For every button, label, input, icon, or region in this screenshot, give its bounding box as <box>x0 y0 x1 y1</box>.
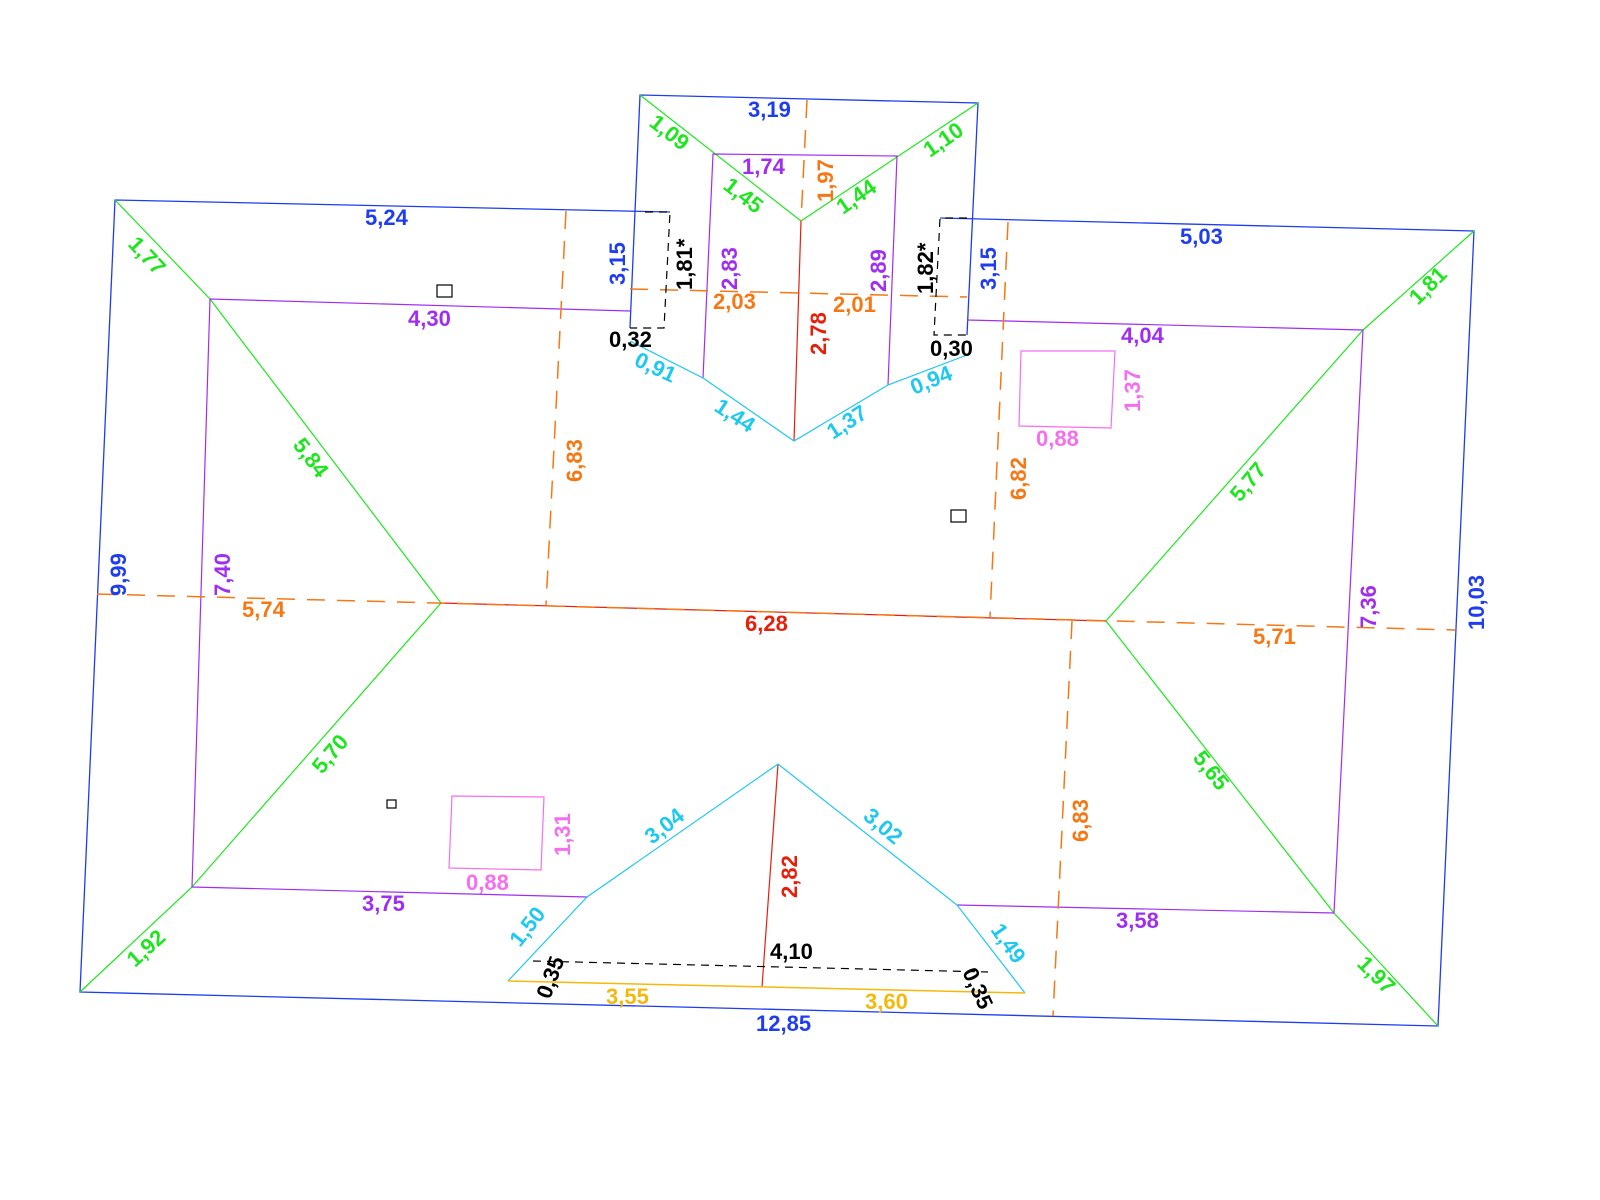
eave-outline <box>79 199 1475 1027</box>
roof-lines <box>79 94 1475 1027</box>
label: 5,24 <box>365 205 409 230</box>
hip-line <box>79 886 193 993</box>
label: 3,58 <box>1116 908 1159 933</box>
measure-line <box>1052 620 1073 1017</box>
inner-outline-right <box>956 319 1364 914</box>
label: 0,30 <box>930 336 973 361</box>
label: 5,65 <box>1188 746 1234 795</box>
hip-line <box>191 602 442 888</box>
label: 1,37 <box>822 400 872 444</box>
gable-valley <box>507 763 1026 994</box>
hip-line <box>209 298 442 604</box>
label: 0,35 <box>957 964 998 1013</box>
label: 3,15 <box>605 242 630 285</box>
label: 0,35 <box>531 953 569 1002</box>
dimension-labels: 5,24 1,77 4,30 5,84 9,99 7,40 5,74 5,70 … <box>106 97 1489 1036</box>
label: 2,03 <box>713 289 756 314</box>
label: 1,97 <box>1352 951 1400 999</box>
measure-line <box>629 288 968 298</box>
label: 5,71 <box>1253 624 1296 649</box>
hip-line <box>1105 620 1335 914</box>
roof-window <box>1018 350 1116 429</box>
label: 2,83 <box>717 247 742 290</box>
label: 3,04 <box>640 802 690 849</box>
label: 3,55 <box>606 984 649 1009</box>
label: 7,36 <box>1356 585 1381 628</box>
label: 5,84 <box>288 433 334 483</box>
label: 2,01 <box>833 292 876 317</box>
label: 6,82 <box>1006 457 1031 500</box>
label: 3,02 <box>859 803 908 850</box>
label: 12,85 <box>756 1011 811 1036</box>
label: 2,78 <box>806 312 831 355</box>
label: 0,91 <box>631 347 680 388</box>
label: 5,03 <box>1180 224 1223 249</box>
dimension-bracket <box>933 217 967 336</box>
label: 10,03 <box>1464 575 1489 630</box>
dimension-line <box>532 960 989 973</box>
label: 7,40 <box>210 553 235 596</box>
label: 1,37 <box>1120 369 1145 412</box>
label: 5,74 <box>242 597 286 622</box>
dormer-hip-lines <box>639 94 979 222</box>
hip-line <box>1362 230 1475 331</box>
hip-line <box>114 199 211 300</box>
gable-ridge <box>761 763 779 988</box>
label: 5,77 <box>1225 457 1272 506</box>
label: 1,44 <box>832 174 882 219</box>
label: 3,60 <box>865 989 908 1014</box>
dormer-ridge <box>793 220 802 442</box>
label: 6,83 <box>1068 799 1093 842</box>
dormer-inner-outline <box>702 153 898 386</box>
label: 0,88 <box>466 870 509 895</box>
label: 2,82 <box>777 855 802 898</box>
inner-outline-left <box>191 298 631 898</box>
label: 1,74 <box>742 154 786 179</box>
label: 3,19 <box>748 97 791 122</box>
label: 4,30 <box>408 306 451 331</box>
label: 1,49 <box>986 919 1031 968</box>
dormer-outline <box>629 94 979 336</box>
measure-line <box>545 210 567 606</box>
label: 1,77 <box>123 231 170 279</box>
label: 4,10 <box>770 939 813 964</box>
hip-line <box>1105 329 1364 622</box>
label: 9,99 <box>106 553 131 596</box>
label: 1,10 <box>919 117 968 162</box>
vent-marker <box>386 799 397 809</box>
label: 3,75 <box>362 891 405 916</box>
label: 1,82* <box>913 242 938 294</box>
label: 1,44 <box>710 393 760 438</box>
label: 6,83 <box>562 439 587 482</box>
label: 3,15 <box>976 247 1001 290</box>
measure-line <box>989 221 1009 618</box>
measure-line <box>96 593 1456 631</box>
label: 0,32 <box>609 327 652 352</box>
label: 1,92 <box>122 924 171 971</box>
label: 0,88 <box>1036 426 1079 451</box>
dimension-bracket <box>630 211 671 329</box>
gutter-line <box>507 980 1026 994</box>
vent-marker <box>436 284 453 298</box>
label: 1,81 <box>1404 262 1452 310</box>
label: 0,94 <box>907 360 957 400</box>
label: 1,45 <box>719 172 768 218</box>
vent-marker <box>950 509 967 523</box>
label: 1,31 <box>550 813 575 856</box>
hip-line <box>1333 912 1439 1027</box>
label: 5,70 <box>307 729 354 778</box>
label: 1,97 <box>813 159 838 202</box>
label: 6,28 <box>745 611 788 636</box>
dormer-valley <box>629 340 968 442</box>
label: 1,81* <box>672 238 697 290</box>
label: 1,09 <box>645 109 694 155</box>
roof-window <box>448 795 545 871</box>
measure-line <box>800 99 808 222</box>
label: 2,89 <box>866 249 891 292</box>
label: 4,04 <box>1121 323 1165 348</box>
